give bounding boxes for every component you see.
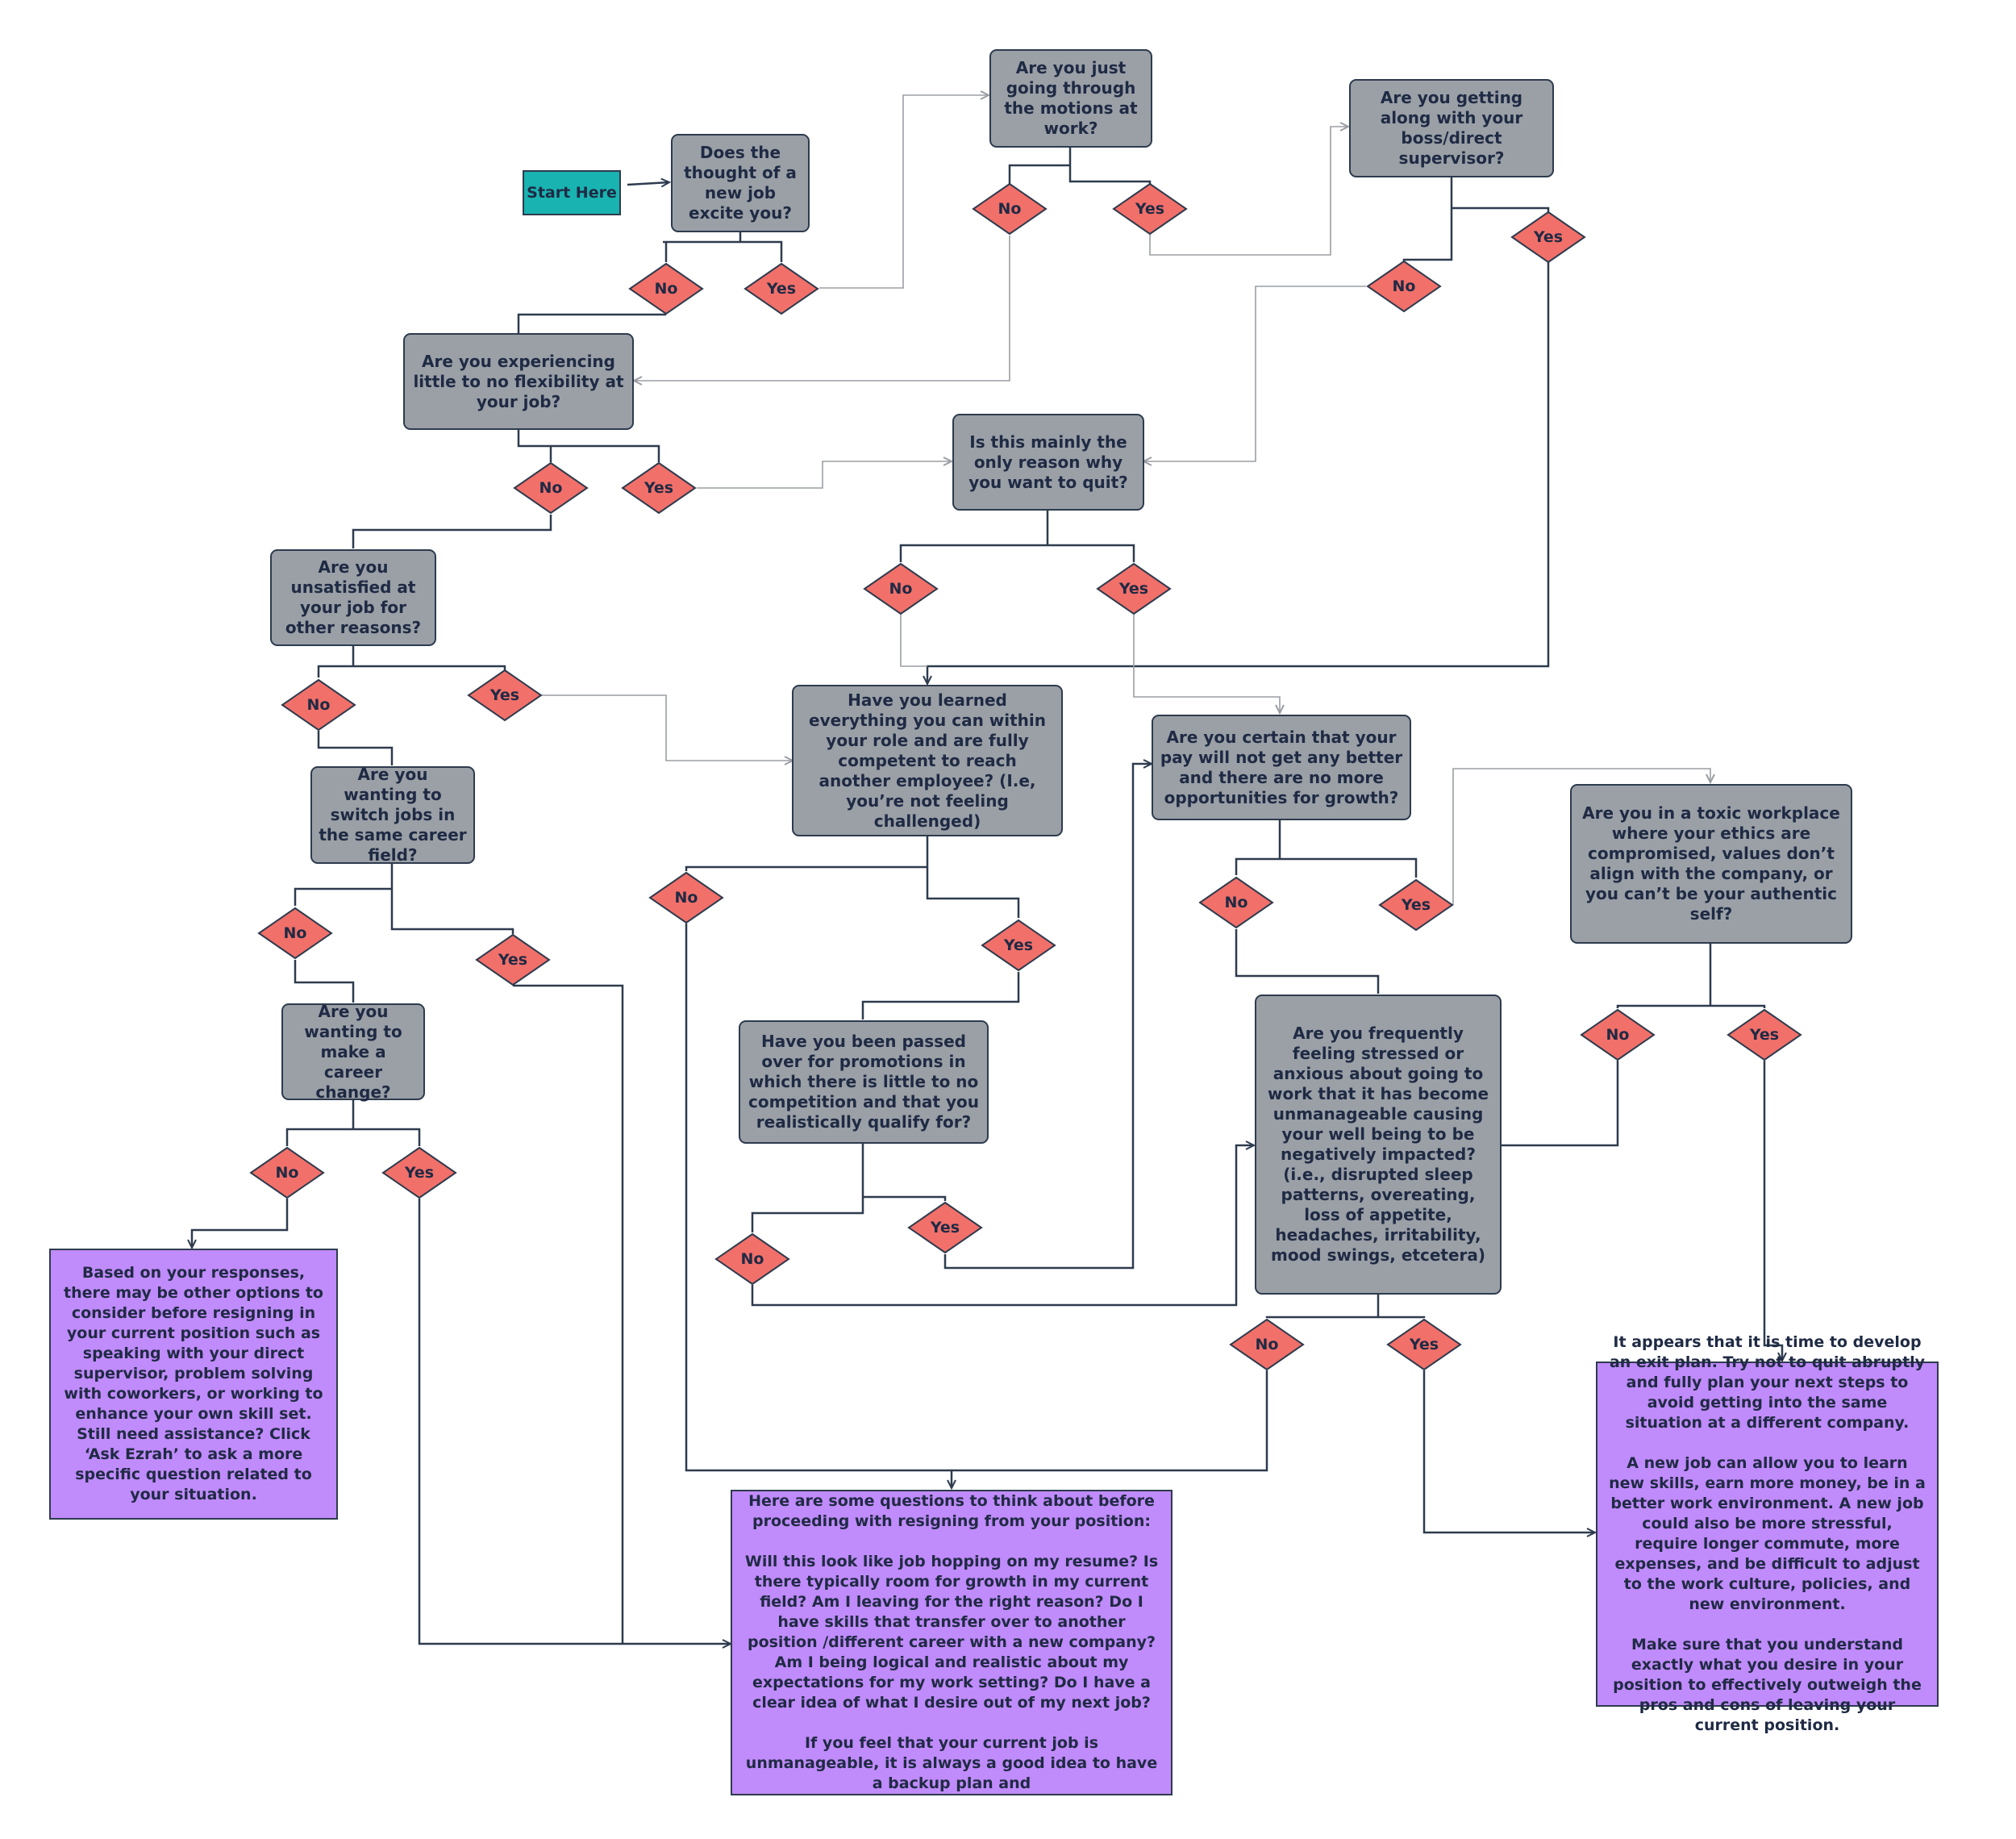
edge-switch-no [294, 960, 355, 1003]
edge-stressed-no [952, 1370, 1268, 1472]
edge-excite-no [517, 313, 666, 333]
answer-no-diamond[interactable]: No [714, 1232, 790, 1286]
edge-passed-branches [751, 1144, 947, 1232]
answer-yes-diamond[interactable]: Yes [1386, 1318, 1462, 1371]
edge-career-yes [418, 1199, 731, 1644]
answer-no-diamond[interactable]: No [1198, 876, 1274, 929]
edge-unsat-no [317, 731, 394, 765]
answer-yes-diamond[interactable]: Yes [1378, 878, 1454, 932]
edge-motions-yes [1149, 127, 1348, 256]
answer-no-diamond[interactable]: No [249, 1146, 325, 1199]
answer-yes-diamond[interactable]: Yes [475, 933, 551, 986]
edge-flex-yes [697, 461, 952, 489]
edge-toxic-branches [1616, 944, 1766, 1008]
edge-only-yes [1133, 615, 1280, 713]
edge-only-no [900, 615, 927, 667]
answer-yes-diamond[interactable]: Yes [907, 1201, 983, 1254]
question-switch-same-field[interactable]: Are you wanting to switch jobs in the sa… [310, 765, 475, 865]
result-other-options: Based on your responses, there may be ot… [49, 1249, 338, 1520]
answer-yes-diamond[interactable]: Yes [1112, 182, 1188, 236]
answer-no-diamond[interactable]: No [1229, 1318, 1305, 1371]
edge-flex-branches [517, 429, 660, 462]
answer-no-diamond[interactable]: No [863, 562, 939, 615]
answer-yes-diamond[interactable]: Yes [621, 461, 697, 515]
edge-pay-yes [1452, 768, 1710, 905]
answer-yes-diamond[interactable]: Yes [467, 669, 543, 722]
answer-yes-diamond[interactable]: Yes [1727, 1008, 1802, 1061]
edge-learned-no [685, 924, 952, 1488]
edge-passed-no [751, 1145, 1254, 1307]
start-here-box[interactable]: Start Here [523, 170, 621, 215]
answer-no-diamond[interactable]: No [628, 262, 704, 315]
question-pay-growth[interactable]: Are you certain that your pay will not g… [1152, 715, 1411, 820]
edge-stressed-branches [1265, 1295, 1426, 1319]
edge-excite-branches [663, 232, 783, 262]
question-boss-relationship[interactable]: Are you getting along with your boss/dir… [1349, 79, 1554, 177]
result-questions-before-resigning: Here are some questions to think about b… [731, 1490, 1173, 1795]
edge-unsat-yes [542, 694, 793, 761]
edge-start-excite [627, 182, 669, 185]
question-career-change[interactable]: Are you wanting to make a career change? [281, 1002, 425, 1102]
edge-learned-yes [861, 972, 1020, 1020]
question-stressed-anxious[interactable]: Are you frequently feeling stressed or a… [1255, 995, 1502, 1295]
answer-yes-diamond[interactable]: Yes [744, 262, 819, 315]
edge-excite-yes [819, 95, 989, 289]
edge-motions-no [634, 236, 1010, 381]
edge-toxic-yes [1763, 1061, 1782, 1361]
edge-pay-no [1235, 929, 1380, 994]
edge-switch-branches [294, 864, 514, 934]
edge-only-branches [899, 511, 1135, 562]
answer-yes-diamond[interactable]: Yes [1510, 211, 1586, 264]
edge-boss-yes [927, 262, 1550, 684]
answer-no-diamond[interactable]: No [1580, 1008, 1656, 1061]
edge-stressed-yes [1422, 1370, 1595, 1532]
question-passed-over[interactable]: Have you been passed over for promotions… [739, 1020, 989, 1144]
question-toxic-workplace[interactable]: Are you in a toxic workplace where your … [1570, 784, 1852, 944]
answer-no-diamond[interactable]: No [972, 182, 1048, 236]
answer-yes-diamond[interactable]: Yes [1096, 562, 1172, 615]
edge-passed-yes [943, 764, 1152, 1270]
edge-boss-no [1143, 286, 1366, 461]
edge-pay-branches [1235, 820, 1418, 878]
answer-no-diamond[interactable]: No [257, 907, 333, 960]
edge-career-no [192, 1199, 289, 1248]
edge-career-branches [285, 1100, 421, 1146]
question-only-reason[interactable]: Is this mainly the only reason why you w… [952, 414, 1144, 511]
edge-switch-yes [513, 984, 624, 1644]
question-unsatisfied[interactable]: Are you unsatisfied at your job for othe… [270, 549, 436, 646]
question-going-through-motions[interactable]: Are you just going through the motions a… [989, 49, 1152, 148]
answer-no-diamond[interactable]: No [513, 461, 589, 515]
question-flexibility[interactable]: Are you experiencing little to no flexib… [403, 333, 634, 430]
answer-no-diamond[interactable]: No [1366, 260, 1442, 313]
edge-stressed-toxic-no [1502, 1061, 1619, 1147]
result-exit-plan: It appears that it is time to develop an… [1596, 1333, 1939, 1734]
answer-no-diamond[interactable]: No [281, 678, 356, 732]
answer-no-diamond[interactable]: No [648, 871, 724, 924]
edge-flex-no [352, 515, 552, 548]
edge-learned-branches [685, 836, 1020, 918]
answer-yes-diamond[interactable]: Yes [981, 919, 1056, 972]
question-learned-everything[interactable]: Have you learned everything you can with… [792, 685, 1063, 836]
question-new-job-excite[interactable]: Does the thought of a new job excite you… [671, 134, 810, 232]
answer-yes-diamond[interactable]: Yes [381, 1146, 457, 1199]
